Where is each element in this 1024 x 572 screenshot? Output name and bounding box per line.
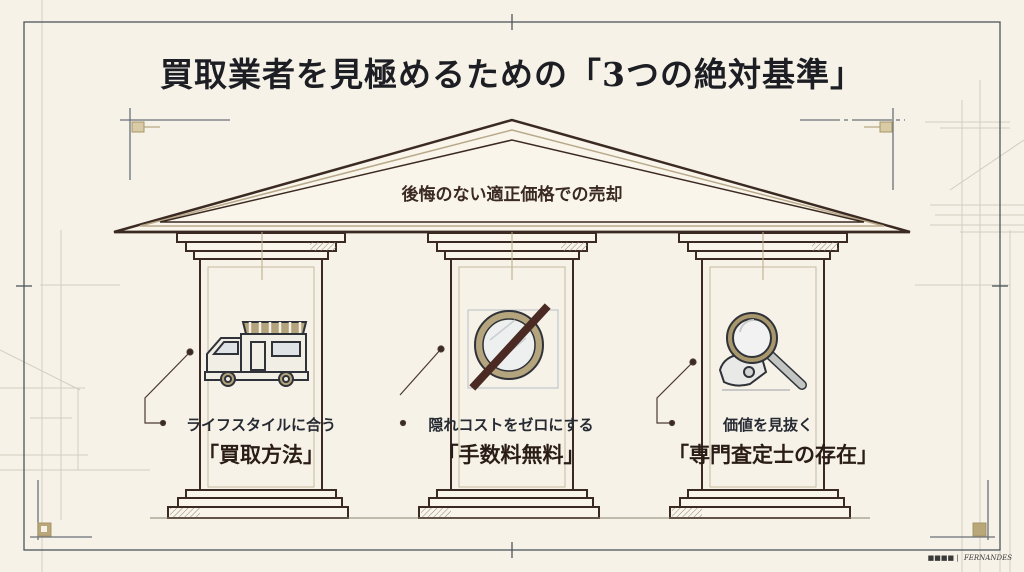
pillar-1 [167, 232, 349, 519]
brand-credit: ■■■■ | FERNANDES [927, 554, 1012, 562]
outer-frame [16, 14, 1008, 558]
corner-ornament-top-right [800, 108, 905, 190]
pillar-3-caption: 価値を見抜く 「専門査定士の存在」 [668, 414, 878, 469]
corner-ornament-bottom-left [30, 480, 92, 540]
credit-brand-logo: FERNANDES [963, 554, 1012, 562]
pillar-3-subtitle: 価値を見抜く [722, 416, 813, 434]
pillar-3-label: 「専門査定士の存在」 [668, 443, 878, 467]
pillar-2-caption: 隠れコストをゼロにする 「手数料無料」 [406, 414, 616, 469]
no-fee-coin-icon [467, 303, 559, 391]
food-truck-icon [204, 321, 309, 387]
credit-company: ■■■■ [927, 554, 955, 562]
pillar-1-subtitle: ライフスタイルに合う [185, 416, 336, 434]
pediment-roof [113, 118, 911, 234]
magnifier-appraisal-icon [718, 312, 807, 391]
pillar-2-subtitle: 隠れコストをゼロにする [428, 416, 594, 434]
pillar-2 [418, 232, 600, 519]
page-title: 買取業者を見極めるための「3つの絶対基準」 [160, 55, 864, 94]
pillar-3 [669, 232, 851, 519]
corner-ornament-top-left [120, 108, 230, 180]
pillar-1-caption: ライフスタイルに合う 「買取方法」 [166, 414, 356, 469]
pillar-2-label: 「手数料無料」 [437, 443, 585, 467]
pediment-goal-text: 後悔のない適正価格での売却 [401, 185, 623, 205]
leader-lines [144, 345, 697, 427]
pillar-1-label: 「買取方法」 [198, 443, 324, 467]
corner-ornament-bottom-right [930, 480, 995, 540]
